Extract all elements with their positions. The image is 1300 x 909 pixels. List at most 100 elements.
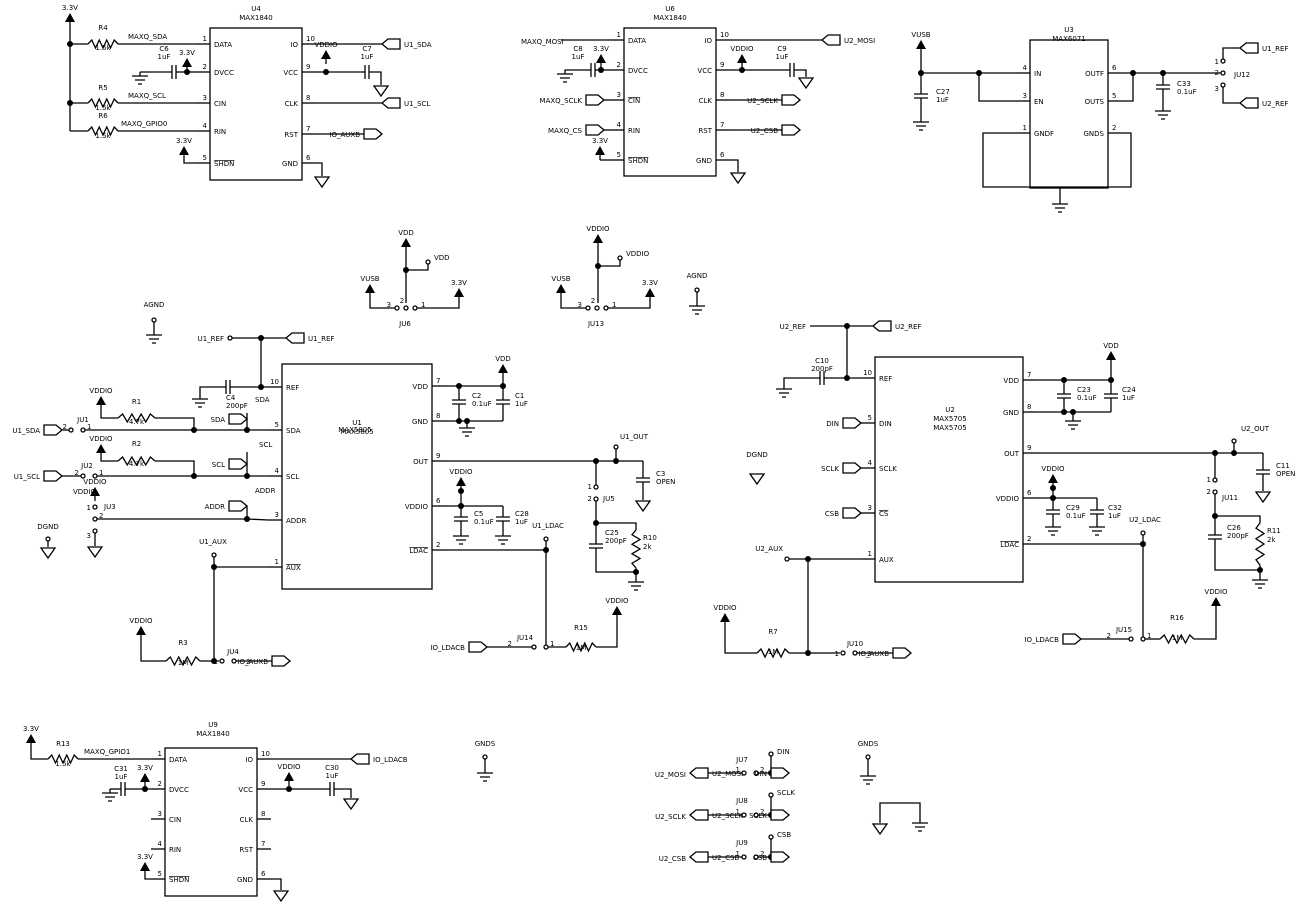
power-label: VDDIO [314,41,338,49]
wire [199,386,226,399]
part-value: OPEN [656,478,675,486]
power-flag-vusb: VUSB [360,275,380,298]
net-port-scl: SCL [212,458,249,470]
jumper-contact [1231,438,1237,444]
jumper-pin: 2 [1215,69,1219,77]
power-label: VDDIO [449,468,473,476]
wire [1222,47,1240,59]
pin-name: AUX [286,564,301,572]
pin-number: 9 [720,61,724,69]
part-value: 0.1uF [472,400,492,408]
wire [730,159,739,172]
jumper-contact [219,658,225,664]
pin-name: DVCC [628,67,648,75]
power-label: VUSB [360,275,379,283]
wire [417,302,460,309]
pin-number: 4 [617,121,622,129]
part-ref: C33 [1177,80,1191,88]
pin-number: 3 [617,91,621,99]
wire [446,378,504,387]
pin-number: 4 [203,122,208,130]
power-label: VDDIO [713,604,737,612]
net-label: SCLK [821,465,839,473]
ground-symbol [1052,203,1068,213]
jumper-contact [840,650,846,656]
digital-ground-symbol [1254,491,1272,504]
power-flag-vddio: VDDIO [89,387,113,410]
net-maxq-mosi: MAXQ_MOSI [521,38,564,46]
part-ref: C31 [114,765,128,773]
pin-name: OUT [413,458,429,466]
part-value: 4.7k [129,460,145,468]
net-vdd: VDD [434,254,450,262]
part-value: 1uF [515,400,528,408]
ground-symbol [913,121,929,131]
wire [879,802,921,823]
net-u1-aux: U1_AUX [199,538,227,546]
jumper-pin: 1 [1215,58,1219,66]
part-ref: R10 [643,534,657,542]
part-value: 4.7k [129,418,145,426]
wire [97,518,269,521]
pin-name: CIN [214,100,226,108]
wire [369,298,395,309]
digital-ground-symbol [313,176,331,189]
pin-number: 2 [158,780,162,788]
jumper-pin: 2 [63,423,67,431]
pin-number: 2 [203,63,207,71]
net-csb: CSB [777,831,791,839]
power-flag-vddio: VDDIO [586,225,610,248]
net-label: U1_SDA [404,41,432,49]
net-port-sclk: SCLK [749,809,791,821]
net-label: U1_REF [308,335,334,343]
digital-ground-symbol [372,85,390,98]
power-flag-3.3v: 3.3V [23,725,39,748]
net-label: U2_CSB [712,854,739,862]
jumper-contact [231,658,237,664]
jumper-contact [531,644,537,650]
jumper-contact [593,496,599,502]
ic-ref: U6 [665,5,675,13]
wire [846,326,861,379]
jumper-contact [603,305,609,311]
part-ref: C29 [1066,504,1080,512]
net-dgnd: DGND [37,523,58,531]
pin-name: RIN [628,127,640,135]
wire [140,640,166,662]
jumper-contact [92,528,98,534]
net-addr: ADDR [255,487,276,495]
pin-name: RST [239,846,253,854]
pin-name: ADDR [286,517,307,525]
power-label: 3.3V [593,45,609,53]
net-port-u1_scl: U1_SCL [380,97,430,109]
part-value: 1.5k [95,132,111,140]
jumper-pin: 1 [1147,632,1151,640]
pin-number: 4 [1023,64,1028,72]
jumper-contact [1212,477,1218,483]
net-label: U2_MOSI [712,770,743,778]
jumper-contact [68,427,74,433]
pin-name: RIN [214,128,226,136]
ic-u4: 1DATA2DVCC3CIN4RIN5SHDN10IO9VCC8CLK7RST6… [196,5,316,181]
wire [369,71,382,85]
pin-name: CLK [699,97,713,105]
wire [596,522,637,530]
ic-part: MAX1840 [239,14,272,22]
pin-name: IO [245,756,253,764]
power-flag-vusb: VUSB [551,275,571,298]
pin-number: 2 [1112,124,1116,132]
pin-name: CLK [285,100,299,108]
wire [608,302,651,309]
pin-number: 6 [306,154,311,162]
jumper-pin: 1 [550,640,554,648]
digital-ground-symbol [748,473,766,486]
pin-number: 8 [436,412,440,420]
wire [155,417,195,430]
pin-name: VCC [697,67,712,75]
